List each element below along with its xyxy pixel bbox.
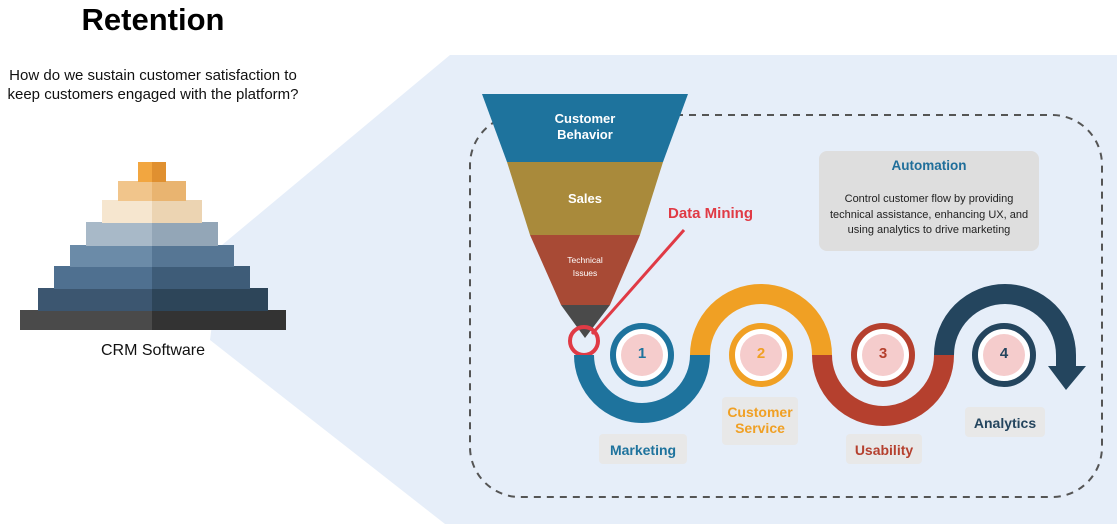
funnel-layer-technical-issues [530, 235, 640, 305]
funnel-layer-sales [507, 162, 663, 235]
stage-label-box-analytics [965, 407, 1045, 437]
funnel [482, 94, 688, 338]
funnel-tip [561, 305, 610, 338]
stage-label-marketing: Marketing [609, 442, 677, 458]
stage-label-box-customer-service [722, 397, 798, 445]
stage-badge-1 [610, 323, 674, 387]
stage-number-3: 3 [878, 345, 888, 362]
stage-badge-3 [851, 323, 915, 387]
wave-segment-marketing [574, 354, 710, 423]
stage-label-box-marketing [599, 434, 687, 464]
stage-number-4: 4 [999, 345, 1009, 362]
funnel-label-sales: Sales [568, 191, 602, 206]
wave-segment-analytics [934, 284, 1076, 368]
wave-segment-usability [812, 354, 954, 426]
stage-label-box-usability [846, 434, 922, 464]
stage-badge-2 [729, 323, 793, 387]
funnel-layer-customer-behavior [482, 94, 688, 162]
funnel-label-customer-behavior: Customer Behavior [554, 111, 616, 142]
retention-question: How do we sustain customer satisfaction … [7, 67, 299, 103]
funnel-label-technical-issues: Technical Issues [567, 255, 603, 278]
automation-box [819, 151, 1039, 251]
stage-label-customer-service: Customer Service [727, 404, 793, 436]
automation-description: Control customer flow by providing techn… [829, 193, 1029, 236]
arrowhead-icon [1048, 366, 1086, 390]
automation-title: Automation [891, 158, 967, 173]
crm-pyramid [20, 162, 286, 330]
process-boundary [469, 114, 1103, 498]
pyramid-label: CRM Software [100, 342, 206, 359]
stage-badge-4 [972, 323, 1036, 387]
data-mining-pointer [590, 229, 686, 335]
wave-segment-customer-service [690, 284, 832, 356]
data-mining-label: Data Mining [668, 205, 753, 222]
page-title: Retention [81, 2, 225, 37]
stage-number-1: 1 [637, 345, 647, 362]
stage-label-usability: Usability [854, 442, 914, 458]
stage-number-2: 2 [756, 345, 766, 362]
stage-label-analytics: Analytics [973, 415, 1037, 431]
